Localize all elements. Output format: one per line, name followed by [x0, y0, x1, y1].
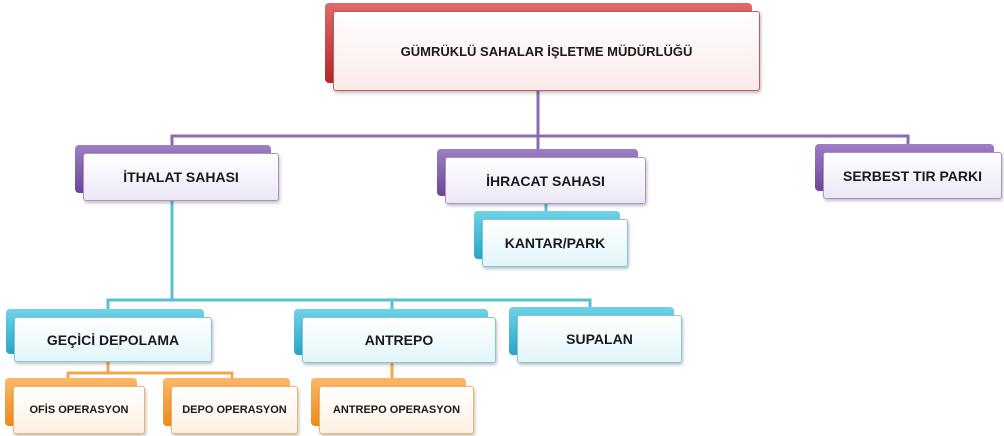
node-serbest-tir-parki-label: SERBEST TIR PARKI [823, 152, 1002, 199]
node-gecici-depolama-label: GEÇİCİ DEPOLAMA [14, 317, 212, 362]
connector-level1-bus [170, 134, 910, 148]
node-antrepo-operasyon-label: ANTREPO OPERASYON [319, 386, 474, 434]
node-ofis-operasyon-label: OFİS OPERASYON [13, 386, 145, 434]
node-ithalat-sahasi[interactable]: İTHALAT SAHASI [75, 145, 279, 201]
connector-level2-bus [106, 298, 592, 310]
node-supalan-label: SUPALAN [517, 315, 682, 363]
node-supalan[interactable]: SUPALAN [509, 307, 682, 363]
node-antrepo[interactable]: ANTREPO [294, 309, 496, 363]
node-antrepo-operasyon[interactable]: ANTREPO OPERASYON [311, 378, 474, 434]
node-gecici-depolama[interactable]: GEÇİCİ DEPOLAMA [6, 309, 212, 362]
node-kantar-park-label: KANTAR/PARK [482, 219, 628, 267]
node-serbest-tir-parki[interactable]: SERBEST TIR PARKI [815, 144, 1002, 199]
node-kantar-park[interactable]: KANTAR/PARK [474, 211, 628, 267]
node-depo-operasyon[interactable]: DEPO OPERASYON [163, 378, 298, 434]
node-ihracat-sahasi-label: İHRACAT SAHASI [445, 157, 646, 204]
node-root[interactable]: GÜMRÜKLÜ SAHALAR İŞLETME MÜDÜRLÜĞÜ [325, 3, 760, 91]
connector-gecici-ops [66, 371, 234, 380]
node-antrepo-label: ANTREPO [302, 317, 496, 363]
node-ihracat-sahasi[interactable]: İHRACAT SAHASI [437, 149, 646, 204]
node-ofis-operasyon[interactable]: OFİS OPERASYON [5, 378, 145, 434]
node-depo-operasyon-label: DEPO OPERASYON [171, 386, 298, 434]
node-ithalat-sahasi-label: İTHALAT SAHASI [83, 153, 279, 201]
node-root-label: GÜMRÜKLÜ SAHALAR İŞLETME MÜDÜRLÜĞÜ [333, 11, 760, 91]
